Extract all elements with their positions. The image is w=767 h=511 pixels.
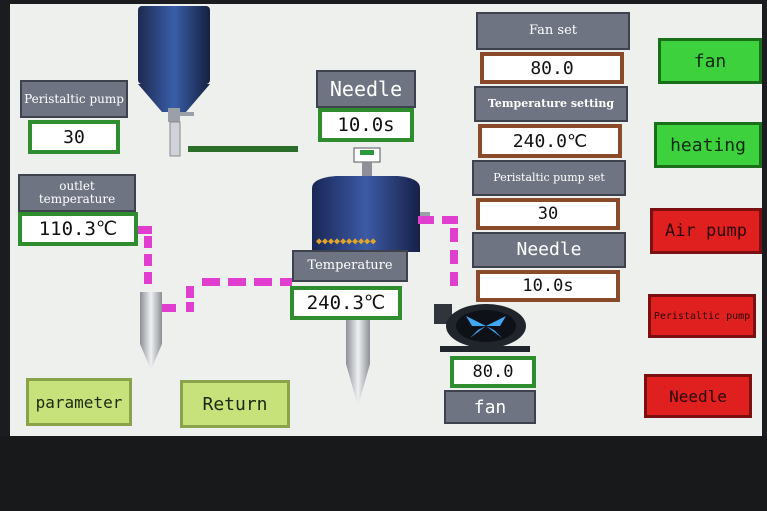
pipe-seg xyxy=(442,216,458,224)
needle-display-label: Needle xyxy=(316,70,416,108)
hmi-screen: Peristaltic pump 30 outlet temperature 1… xyxy=(10,4,762,436)
fan-set-input[interactable]: 80.0 xyxy=(480,52,624,84)
needle-toggle-button[interactable]: Needle xyxy=(644,374,752,418)
pipe-seg xyxy=(186,302,194,312)
pipe-seg xyxy=(144,272,152,284)
needle-display-value: 10.0s xyxy=(318,108,414,142)
fan-toggle-button[interactable]: fan xyxy=(658,38,762,84)
svg-text:◆◆◆◆◆◆◆◆◆◆: ◆◆◆◆◆◆◆◆◆◆ xyxy=(316,236,376,247)
pipe-seg xyxy=(162,304,176,312)
needle-set-label: Needle xyxy=(472,232,626,268)
outlet-needle-icon xyxy=(140,292,162,370)
peristaltic-pump-label: Peristaltic pump xyxy=(20,80,128,118)
feed-hopper-icon xyxy=(138,6,210,157)
outlet-temperature-value: 110.3℃ xyxy=(18,212,138,246)
pipe-seg xyxy=(450,272,458,286)
temperature-setting-input[interactable]: 240.0℃ xyxy=(478,124,622,158)
air-pump-toggle-button[interactable]: Air pump xyxy=(650,208,762,254)
blower-fan-icon xyxy=(434,304,530,352)
return-button[interactable]: Return xyxy=(180,380,290,428)
pipe-seg xyxy=(144,236,152,248)
temperature-setting-label: Temperature setting xyxy=(474,86,628,122)
feed-pipe xyxy=(188,146,298,152)
outlet-temperature-label: outlet temperature xyxy=(18,174,136,212)
needle-set-input[interactable]: 10.0s xyxy=(476,270,620,302)
pipe-seg xyxy=(450,250,458,264)
temperature-value: 240.3℃ xyxy=(290,286,402,320)
heating-toggle-button[interactable]: heating xyxy=(654,122,762,168)
fan-display-label: fan xyxy=(444,390,536,424)
pipe-seg xyxy=(450,228,458,242)
pipe-seg xyxy=(418,216,434,224)
peristaltic-pump-toggle-button[interactable]: Peristaltic pump xyxy=(648,294,756,338)
peristaltic-pump-value: 30 xyxy=(28,120,120,154)
parameter-button[interactable]: parameter xyxy=(26,378,132,426)
pipe-seg xyxy=(228,278,246,286)
pipe-seg xyxy=(186,286,194,298)
temperature-label: Temperature xyxy=(292,250,408,282)
pipe-seg xyxy=(280,278,292,286)
fan-set-label: Fan set xyxy=(476,12,630,50)
peristaltic-pump-set-label: Peristaltic pump set xyxy=(472,160,626,196)
pipe-seg xyxy=(202,278,220,286)
pipe-seg xyxy=(144,254,152,266)
peristaltic-pump-set-input[interactable]: 30 xyxy=(476,198,620,230)
pipe-seg xyxy=(254,278,272,286)
fan-display-value: 80.0 xyxy=(450,356,536,388)
device-bezel xyxy=(0,436,767,511)
